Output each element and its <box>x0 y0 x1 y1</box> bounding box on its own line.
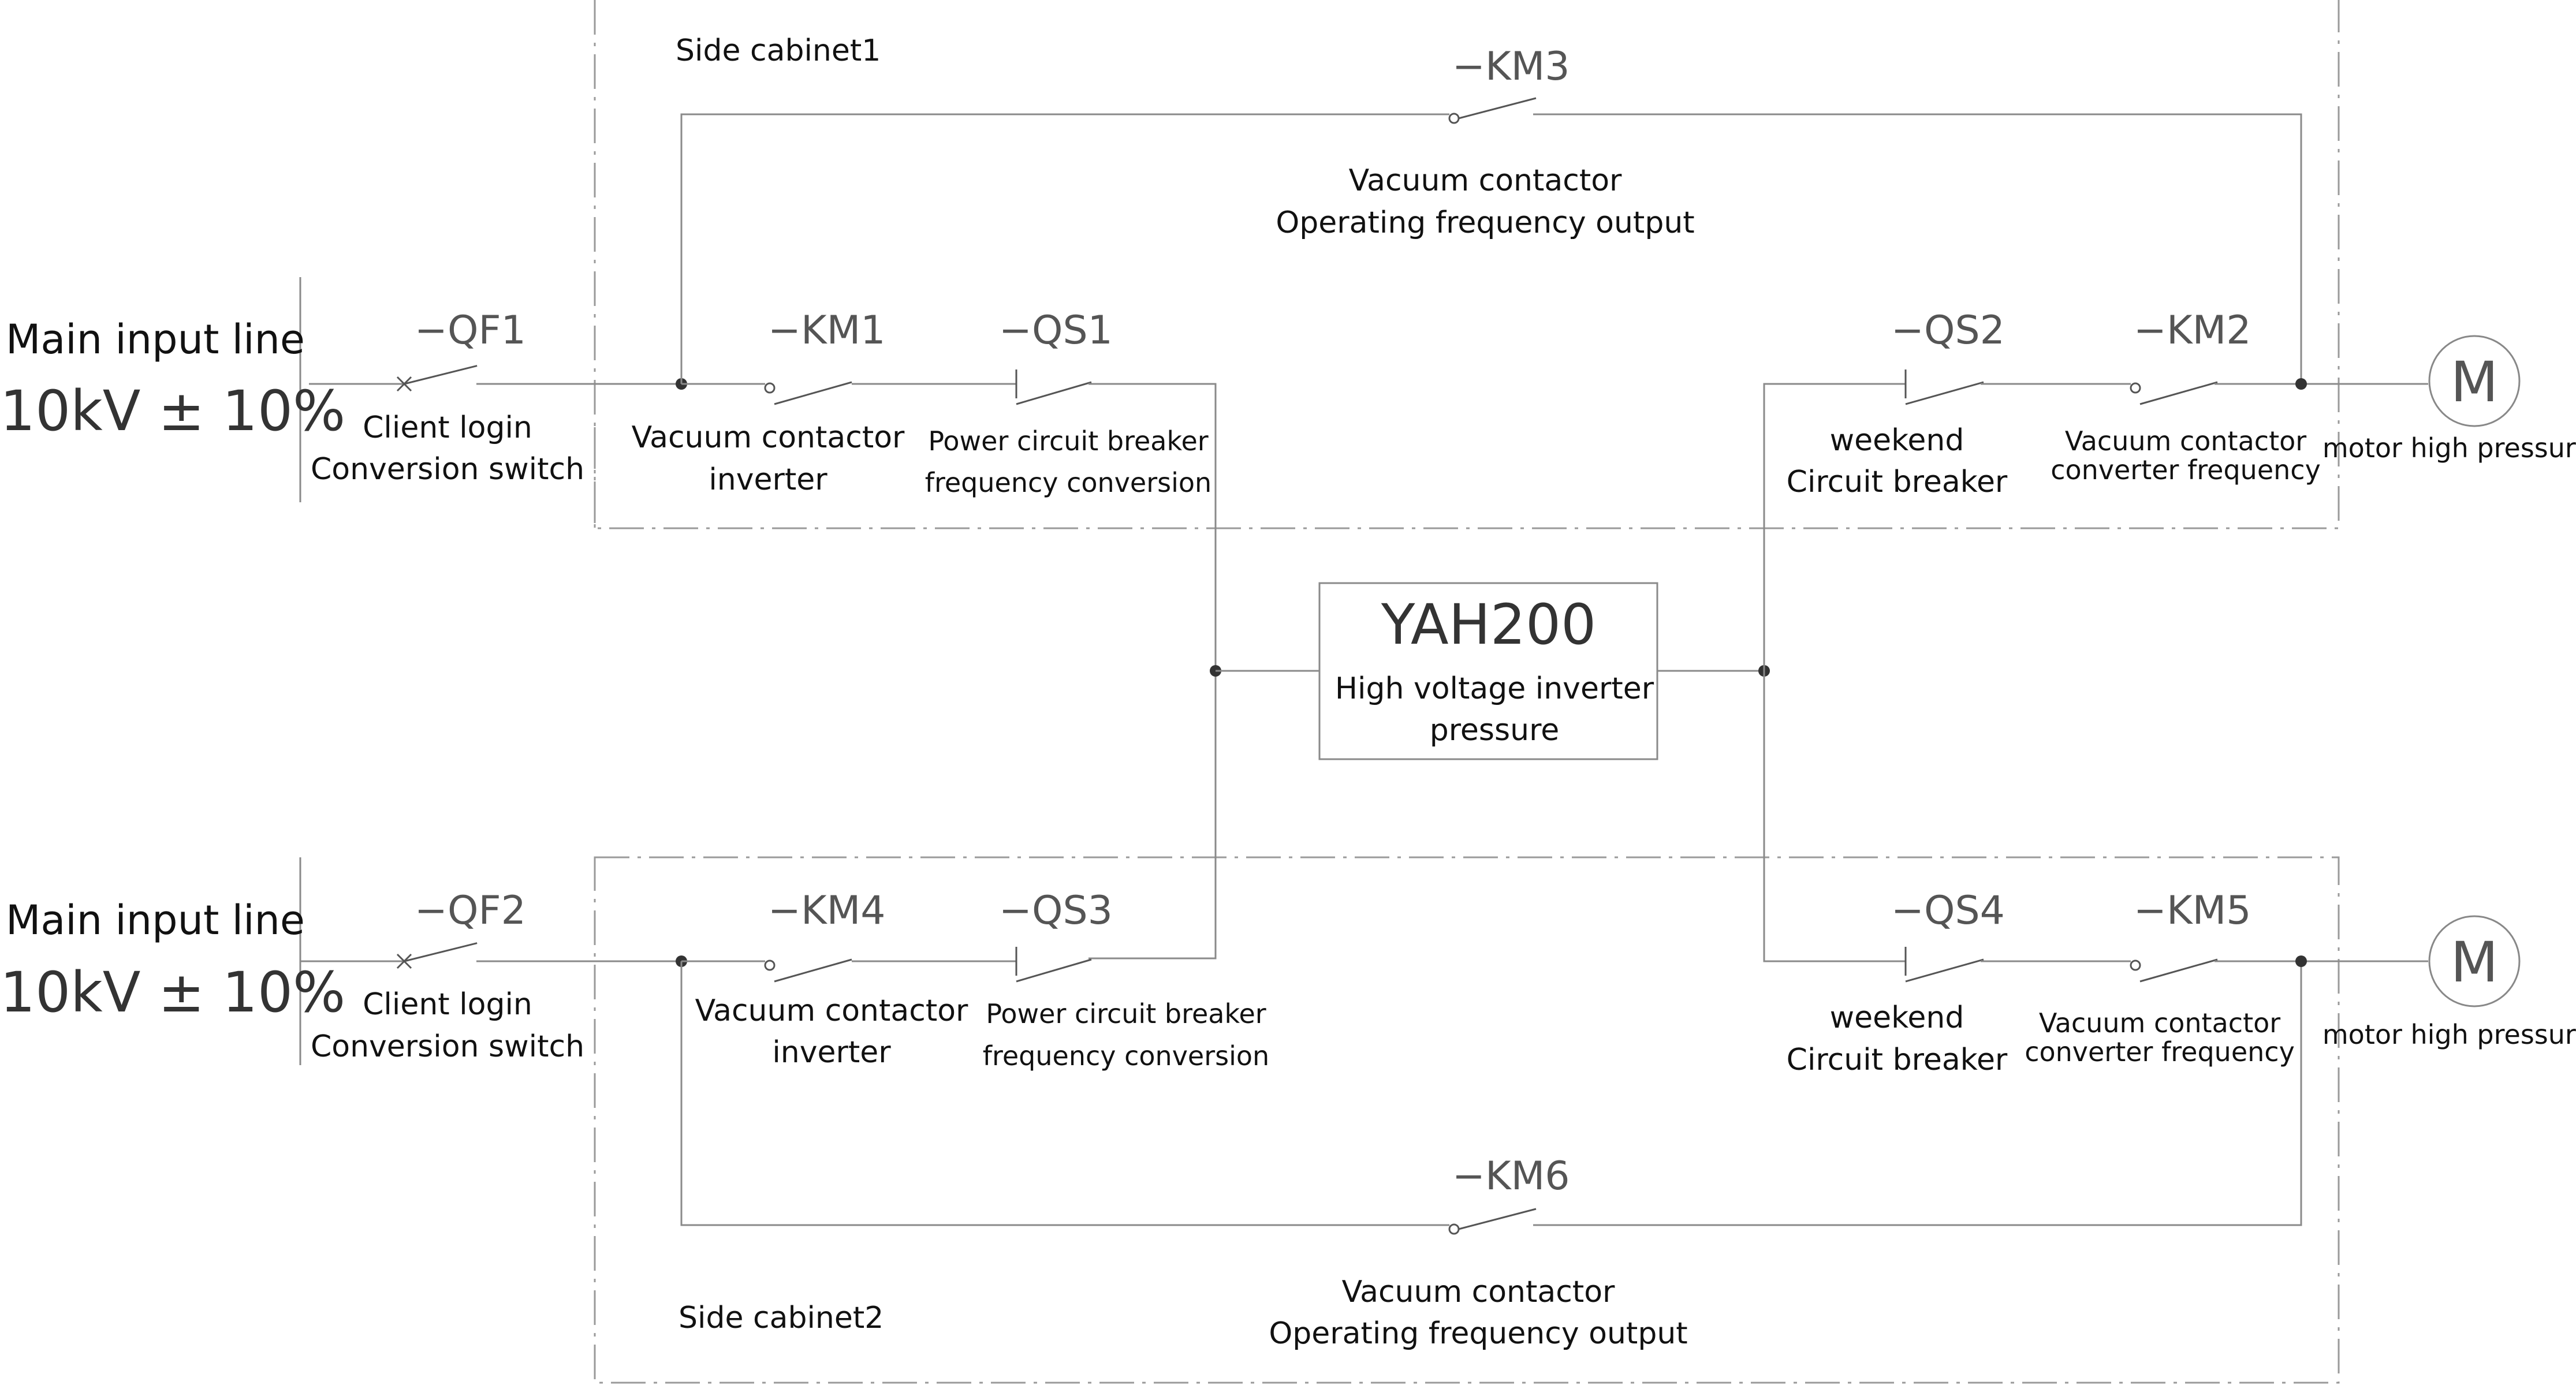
inverter-box <box>1318 582 1658 760</box>
km1-line1: Vacuum contactor <box>632 420 905 455</box>
junction-bottom-right <box>2295 955 2307 967</box>
km2-contactor-symbol <box>2130 381 2218 405</box>
motor-top-symbol <box>2428 335 2521 427</box>
side-cabinet-2-outline <box>594 856 2340 1384</box>
inverter-line2: pressure <box>1430 713 1560 748</box>
km3-contactor-symbol <box>1448 97 1537 124</box>
side-cabinet-1-outline <box>594 0 2340 529</box>
km4-tag: −KM4 <box>768 888 886 934</box>
junction-top-right <box>2295 378 2307 390</box>
input-bottom-title: Main input line <box>6 897 305 944</box>
km5-tag: −KM5 <box>2134 888 2251 934</box>
km4-contactor-symbol <box>764 958 852 983</box>
qs2-tag: −QS2 <box>1891 308 2005 353</box>
motor-top-letter: M <box>2451 350 2499 415</box>
qf2-breaker-symbol <box>396 942 478 969</box>
qf2-tag: −QF2 <box>415 888 526 934</box>
cabinet-1-title: Side cabinet1 <box>676 33 881 68</box>
km1-tag: −KM1 <box>768 308 886 353</box>
qf1-line2: Conversion switch <box>311 452 584 487</box>
qs4-breaker-symbol <box>1904 947 1984 983</box>
qs1-breaker-symbol <box>1015 369 1092 405</box>
km1-line2: inverter <box>709 462 827 497</box>
km3-line2: Operating frequency output <box>1276 206 1694 240</box>
km2-line2: converter frequency <box>2051 454 2321 486</box>
qs3-line2: frequency conversion <box>983 1040 1269 1072</box>
km4-line1: Vacuum contactor <box>695 994 968 1028</box>
motor-bottom-symbol <box>2428 915 2521 1007</box>
input-top-title: Main input line <box>6 316 305 363</box>
km5-line1: Vacuum contactor <box>2039 1007 2280 1039</box>
qf2-line2: Conversion switch <box>311 1029 584 1064</box>
motor-top-label: motor high pressure <box>2322 432 2576 464</box>
motor-bottom-letter: M <box>2451 930 2499 995</box>
qs1-tag: −QS1 <box>999 308 1113 353</box>
km4-line2: inverter <box>772 1035 891 1070</box>
km2-line1: Vacuum contactor <box>2065 425 2306 457</box>
qs3-tag: −QS3 <box>999 888 1113 934</box>
km6-line1: Vacuum contactor <box>1342 1275 1615 1309</box>
qf2-line1: Client login <box>363 987 532 1022</box>
km2-tag: −KM2 <box>2134 308 2251 353</box>
qs2-line2: Circuit breaker <box>1787 465 2008 499</box>
km6-contactor-symbol <box>1448 1208 1537 1235</box>
qs4-line2: Circuit breaker <box>1787 1043 2008 1077</box>
km6-tag: −KM6 <box>1452 1153 1570 1199</box>
qs3-line1: Power circuit breaker <box>986 998 1266 1029</box>
km1-contactor-symbol <box>764 381 852 405</box>
km3-tag: −KM3 <box>1452 44 1570 89</box>
qs2-breaker-symbol <box>1904 369 1984 405</box>
km5-line2: converter frequency <box>2025 1036 2295 1067</box>
qs1-line1: Power circuit breaker <box>928 425 1208 457</box>
qs2-line1: weekend <box>1830 423 1964 458</box>
qf1-breaker-symbol <box>396 365 478 392</box>
qf1-line1: Client login <box>363 410 532 445</box>
motor-bottom-label: motor high pressure <box>2322 1019 2576 1050</box>
qf1-tag: −QF1 <box>415 308 526 353</box>
cabinet-2-title: Side cabinet2 <box>679 1301 883 1335</box>
km6-line2: Operating frequency output <box>1269 1316 1687 1351</box>
input-bottom-voltage: 10kV ± 10% <box>0 960 345 1025</box>
qs3-breaker-symbol <box>1015 947 1092 983</box>
qs4-tag: −QS4 <box>1891 888 2005 934</box>
input-top-voltage: 10kV ± 10% <box>0 379 345 443</box>
km3-line1: Vacuum contactor <box>1349 163 1622 198</box>
inverter-model: YAH200 <box>1381 592 1596 657</box>
inverter-line1: High voltage inverter <box>1335 671 1654 706</box>
qs4-line1: weekend <box>1830 1001 1964 1035</box>
qs1-line2: frequency conversion <box>925 467 1211 498</box>
km5-contactor-symbol <box>2130 958 2218 983</box>
